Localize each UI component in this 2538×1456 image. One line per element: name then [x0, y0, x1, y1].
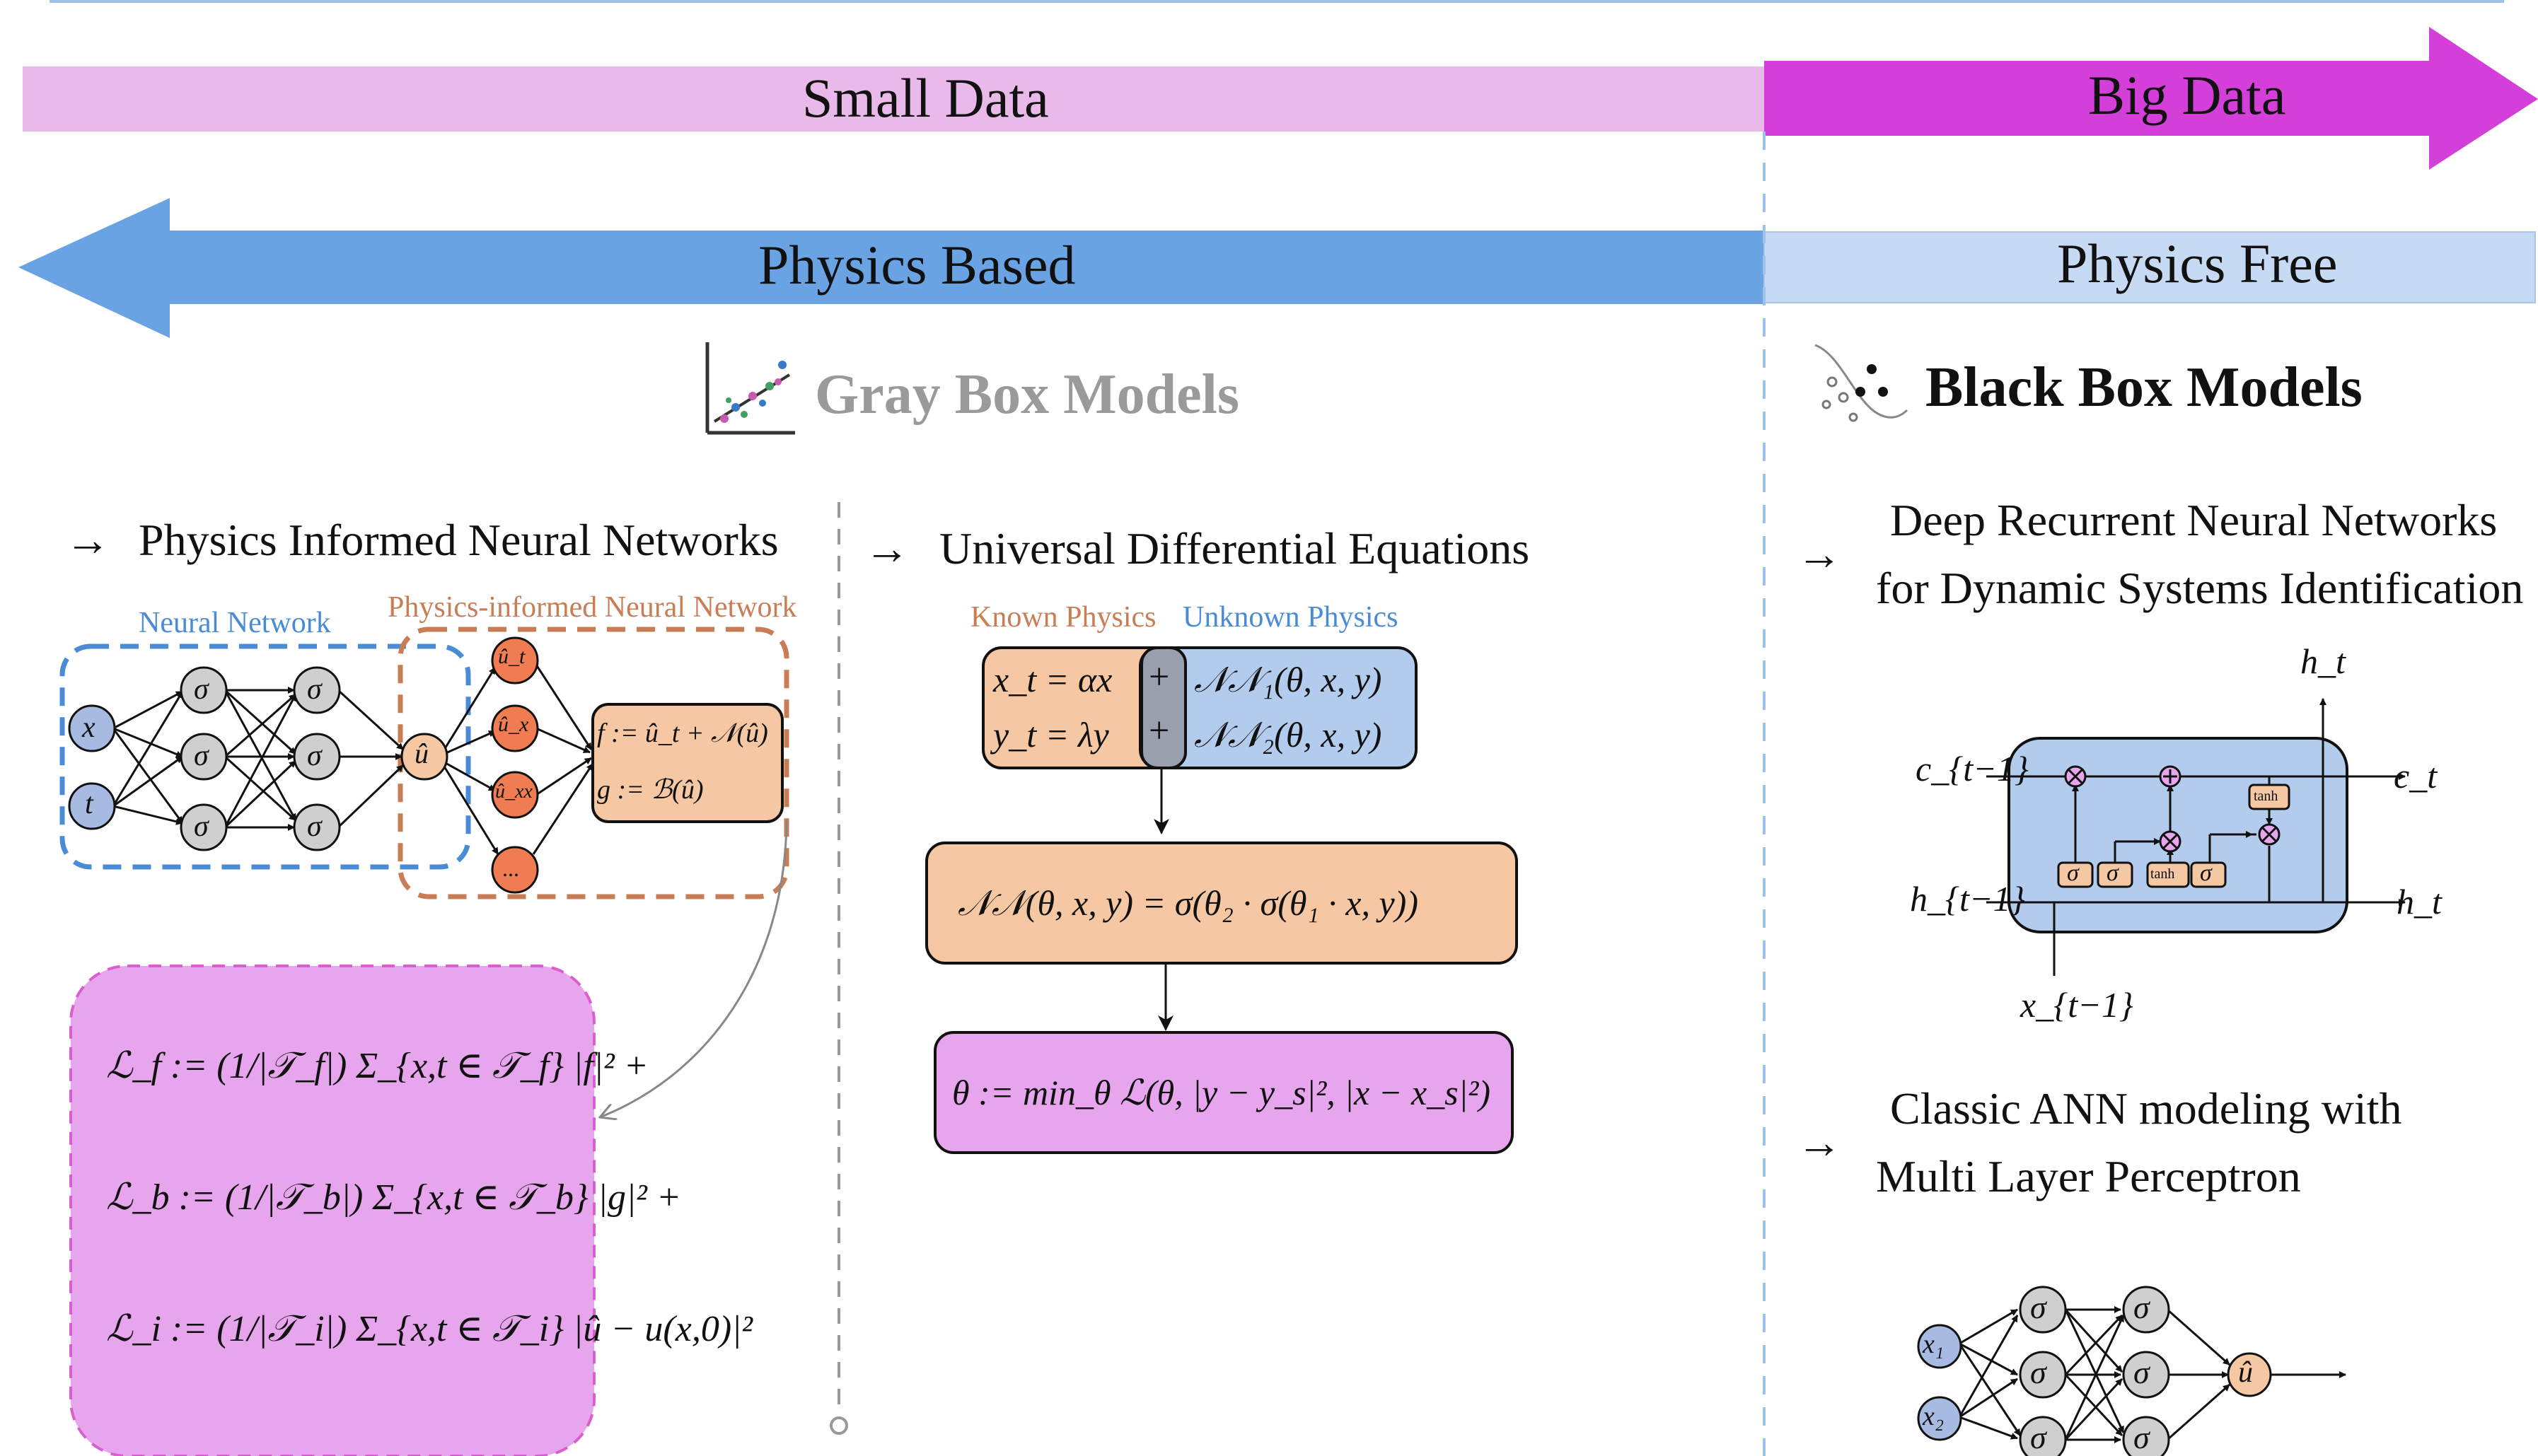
plus-sign: +	[1149, 657, 1170, 697]
physics-based-label: Physics Based	[758, 234, 1076, 296]
eq1-unknown: 𝒩𝒩₁(θ, x, y)	[1194, 660, 1382, 699]
sigma-label: σ	[194, 740, 209, 772]
loss-i: ℒ_i := (1/|𝒯_i|) Σ_{x,t ∈ 𝒯_i} |û − u(x,…	[106, 1309, 753, 1349]
ude-diagram	[925, 646, 1518, 1154]
sigma-label: σ	[194, 810, 209, 843]
known-physics-tag: Known Physics	[970, 601, 1157, 634]
big-data-label: Big Data	[2088, 64, 2286, 126]
sigma-label: σ	[307, 673, 322, 706]
loss-f: ℒ_f := (1/|𝒯_f|) Σ_{x,t ∈ 𝒯_f} |f|² +	[106, 1046, 649, 1086]
drnn-arrow: →	[1797, 529, 1842, 579]
h-prev-label: h_{t−1}	[1910, 879, 2025, 919]
pinn-title: Physics Informed Neural Networks	[139, 515, 779, 565]
sigma-label: σ	[194, 673, 209, 706]
node-u-hat	[400, 733, 448, 781]
black-box-title: Black Box Models	[1925, 356, 2363, 419]
gate-sigma-label: σ	[2200, 860, 2212, 886]
c-prev-label: c_{t−1}	[1916, 749, 2029, 788]
physics-free-label: Physics Free	[2057, 233, 2338, 294]
pinn-tag: Physics-informed Neural Network	[388, 591, 797, 624]
small-data-band	[23, 66, 1764, 132]
physics-based-arrow	[18, 198, 1764, 338]
neural-network-tag: Neural Network	[139, 607, 331, 639]
x2-label: x₂	[1923, 1402, 1945, 1431]
separator-end-dot	[830, 1416, 848, 1435]
physics-free-band	[1763, 231, 2536, 303]
loss-box	[69, 965, 596, 1456]
drnn-line1: Deep Recurrent Neural Networks	[1890, 495, 2498, 545]
mlp-arrow: →	[1797, 1117, 1842, 1167]
mlp-sigma: σ	[2030, 1289, 2046, 1325]
mlp-network	[1917, 1286, 2346, 1456]
cell-tanh-label: tanh	[2254, 788, 2278, 804]
ude-title: Universal Differential Equations	[939, 523, 1530, 573]
uxx-label: û_xx	[495, 781, 533, 803]
g-equation: g := ℬ(û)	[597, 775, 704, 805]
small-data-label: Small Data	[802, 67, 1049, 129]
pinn-network	[59, 627, 789, 899]
optimization-equation: θ := min_θ ℒ(θ, |y − y_s|², |x − x_s|²)	[952, 1073, 1491, 1112]
plus-column	[1140, 646, 1187, 769]
scatter-dots-icon	[1814, 344, 1908, 422]
gate-sigma-label: σ	[2107, 860, 2119, 886]
node-x-label: x	[82, 711, 95, 744]
drnn-line2: for Dynamic Systems Identification	[1876, 563, 2524, 613]
f-equation: f := û_t + 𝒩(û)	[597, 718, 768, 748]
dots-label: ...	[502, 856, 519, 881]
gate-tanh-label: tanh	[2150, 866, 2175, 882]
eq2-known: y_t = λy	[993, 715, 1109, 755]
h-t-label: h_t	[2397, 882, 2442, 921]
h-t-top-label: h_t	[2300, 641, 2346, 681]
nn-equation-box	[925, 841, 1518, 965]
mlp-sigma: σ	[2133, 1354, 2150, 1390]
sigma-label: σ	[307, 810, 322, 843]
optimization-box	[934, 1031, 1514, 1154]
mlp-line1: Classic ANN modeling with	[1890, 1083, 2402, 1134]
lstm-cell	[1986, 698, 2406, 976]
loss-b: ℒ_b := (1/|𝒯_b|) Σ_{x,t ∈ 𝒯_b} |g|² +	[106, 1177, 681, 1218]
eq1-known: x_t = αx	[993, 660, 1113, 699]
gray-box-title: Gray Box Models	[815, 363, 1239, 426]
mlp-sigma: σ	[2133, 1289, 2150, 1325]
mlp-sigma: σ	[2030, 1419, 2046, 1455]
mlp-sigma: σ	[2133, 1419, 2150, 1455]
sigma-label: σ	[307, 740, 322, 772]
f-g-box	[591, 703, 784, 823]
mlp-u-hat: û	[2238, 1356, 2253, 1389]
mlp-line2: Multi Layer Perceptron	[1876, 1151, 2301, 1201]
pinn-box	[398, 627, 789, 899]
node-x	[68, 704, 116, 752]
plus-sign: +	[1149, 711, 1170, 751]
ux-label: û_x	[498, 713, 529, 736]
ude-arrow: →	[864, 523, 910, 573]
c-t-label: c_t	[2394, 756, 2438, 796]
neural-network-box	[59, 643, 471, 870]
x-prev-label: x_{t−1}	[2020, 985, 2133, 1025]
gate-sigma-label: σ	[2067, 860, 2079, 886]
eq2-unknown: 𝒩𝒩₂(θ, x, y)	[1194, 715, 1382, 755]
pinn-arrow: →	[65, 515, 110, 565]
scatter-plot-icon	[705, 342, 795, 435]
big-data-arrow	[1764, 27, 2538, 170]
nn-equation: 𝒩𝒩(θ, x, y) = σ(θ₂ · σ(θ₁ · x, y))	[958, 883, 1418, 923]
unknown-physics-tag: Unknown Physics	[1183, 601, 1398, 634]
node-t	[68, 782, 116, 830]
node-t-label: t	[85, 788, 93, 820]
u-hat-label: û	[415, 738, 429, 769]
x1-label: x₁	[1923, 1329, 1945, 1359]
mlp-sigma: σ	[2030, 1354, 2046, 1390]
ut-label: û_t	[498, 645, 526, 668]
pinn-to-loss-arrow	[600, 820, 788, 1117]
